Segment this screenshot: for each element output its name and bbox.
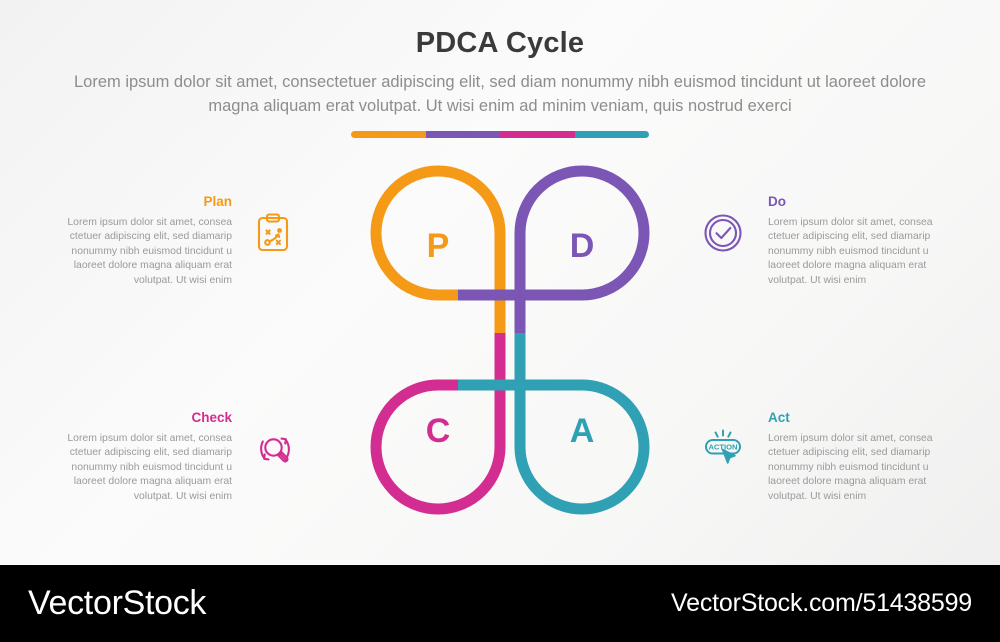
section-description-do: Lorem ipsum dolor sit amet, consea ctetu… — [768, 217, 933, 286]
section-label-check: Check — [191, 410, 232, 425]
section-label-plan: Plan — [203, 194, 232, 209]
quadrant-letter-do: D — [570, 227, 595, 265]
clipboard-strategy-icon — [250, 210, 296, 256]
color-divider-bar — [351, 131, 649, 138]
divider-segment-plan — [351, 131, 426, 138]
watermark-footer: VectorStock VectorStock.com/51438599 — [0, 565, 1000, 642]
pdca-cycle-diagram: P D C A — [300, 155, 720, 525]
vectorstock-brand: VectorStock — [28, 584, 207, 622]
section-check: Check Lorem ipsum dolor sit amet, consea… — [50, 410, 232, 504]
section-label-do: Do — [768, 194, 786, 209]
action-button-cursor-icon: ACTION — [700, 426, 746, 472]
section-description-plan: Lorem ipsum dolor sit amet, consea ctetu… — [67, 217, 232, 286]
vectorstock-url: VectorStock.com/51438599 — [671, 589, 972, 617]
section-plan: Plan Lorem ipsum dolor sit amet, consea … — [50, 194, 232, 288]
section-description-check: Lorem ipsum dolor sit amet, consea ctetu… — [67, 433, 232, 502]
quadrant-act — [458, 333, 650, 515]
page-subtitle: Lorem ipsum dolor sit amet, consectetuer… — [73, 73, 927, 115]
section-label-act: Act — [768, 410, 790, 425]
divider-segment-check — [500, 131, 575, 138]
divider-segment-act — [574, 131, 649, 138]
section-description-act: Lorem ipsum dolor sit amet, consea ctetu… — [768, 433, 933, 502]
quadrant-letter-plan: P — [427, 227, 450, 265]
check-circle-icon — [700, 210, 746, 256]
section-do: Do Lorem ipsum dolor sit amet, consea ct… — [768, 194, 950, 288]
quadrant-letter-act: A — [570, 412, 595, 450]
page-title: PDCA Cycle — [415, 27, 585, 59]
section-act: Act Lorem ipsum dolor sit amet, consea c… — [768, 410, 950, 504]
action-icon-label: ACTION — [708, 443, 737, 452]
divider-segment-do — [425, 131, 500, 138]
magnifier-refresh-icon — [252, 426, 298, 472]
quadrant-letter-check: C — [426, 412, 451, 450]
